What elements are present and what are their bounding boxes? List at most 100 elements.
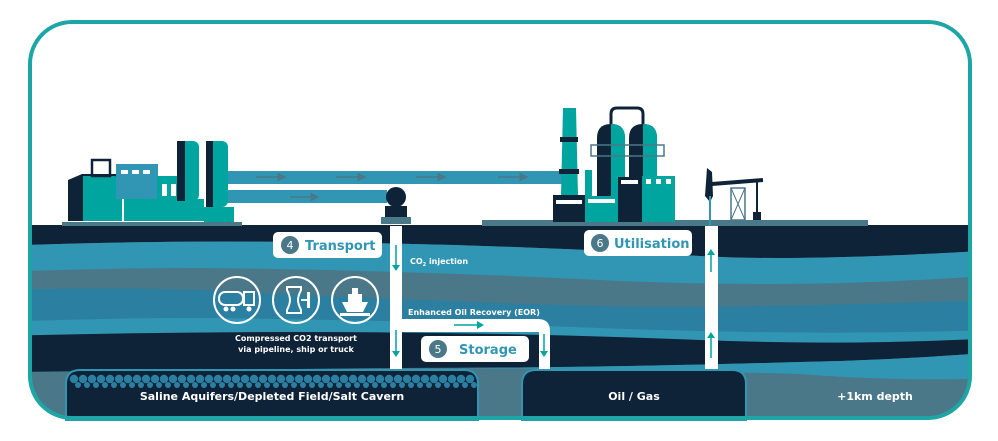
rock-pore: [156, 382, 162, 388]
rock-pore: [132, 374, 142, 384]
rock-pore: [204, 374, 214, 384]
depth-label: +1km depth: [837, 390, 913, 403]
rock-pore: [426, 382, 432, 388]
capture-plant-icon: [62, 141, 242, 226]
transport-caption-line1: Compressed CO2 transport: [235, 334, 357, 343]
rock-pore: [69, 374, 79, 384]
rock-pore: [462, 382, 468, 388]
rock-pore: [231, 374, 241, 384]
rock-pore: [372, 382, 378, 388]
step-label: Utilisation: [614, 237, 690, 252]
rock-pore: [318, 382, 324, 388]
saline-reservoir: Saline Aquifers/Depleted Field/Salt Cave…: [65, 369, 479, 421]
rock-pore: [417, 382, 423, 388]
rock-pore: [399, 382, 405, 388]
rock-pore: [291, 382, 297, 388]
rock-pore: [300, 382, 306, 388]
rock-pore: [456, 374, 466, 384]
rock-pore: [147, 382, 153, 388]
rock-pore: [168, 374, 178, 384]
rock-pore: [354, 382, 360, 388]
pipeline-valve-icon: [272, 276, 320, 324]
rock-pore: [114, 374, 124, 384]
rock-pore: [246, 382, 252, 388]
rock-pore: [384, 374, 394, 384]
rock-pore: [285, 374, 295, 384]
rock-pore: [336, 382, 342, 388]
rock-pore: [294, 374, 304, 384]
oil-gas-label: Oil / Gas: [608, 390, 660, 403]
rock-pore: [105, 374, 115, 384]
rock-pore: [375, 374, 385, 384]
pumpjack-icon: [705, 168, 764, 226]
rock-pore: [345, 382, 351, 388]
rock-pore: [357, 374, 367, 384]
rock-pore: [330, 374, 340, 384]
rock-pore: [438, 374, 448, 384]
rock-pore: [237, 382, 243, 388]
eor-label: Enhanced Oil Recovery (EOR): [408, 308, 540, 317]
rock-pore: [420, 374, 430, 384]
rock-pore: [102, 382, 108, 388]
rock-pore: [249, 374, 259, 384]
rock-pore: [348, 374, 358, 384]
refinery-icon: [482, 106, 868, 226]
rock-pore: [141, 374, 151, 384]
rock-pore: [465, 374, 475, 384]
rock-pore: [159, 374, 169, 384]
diagram-frame: [28, 20, 972, 420]
rock-pore: [219, 382, 225, 388]
rock-pore: [411, 374, 421, 384]
rock-pore: [129, 382, 135, 388]
rock-pore: [93, 382, 99, 388]
saline-label: Saline Aquifers/Depleted Field/Salt Cave…: [140, 390, 404, 403]
rock-pore: [321, 374, 331, 384]
rock-pore: [111, 382, 117, 388]
transport-caption-line2: via pipeline, ship or truck: [238, 345, 354, 354]
rock-pore: [120, 382, 126, 388]
rock-pore: [213, 374, 223, 384]
rock-pore: [309, 382, 315, 388]
rock-pore: [363, 382, 369, 388]
rock-pore: [192, 382, 198, 388]
rock-pore: [366, 374, 376, 384]
rock-pore: [264, 382, 270, 388]
porous-rock-pattern: [69, 374, 477, 388]
step-utilisation: 6 Utilisation: [584, 230, 692, 256]
step-label: Transport: [305, 239, 375, 254]
rock-pore: [444, 382, 450, 388]
truck-icon: [213, 276, 261, 324]
step-number: 6: [597, 237, 604, 250]
step-number: 4: [287, 239, 294, 252]
rock-pore: [327, 382, 333, 388]
oil-gas-reservoir: Oil / Gas: [521, 369, 747, 421]
rock-pore: [408, 382, 414, 388]
step-storage: 5 Storage: [421, 336, 529, 362]
rock-pore: [195, 374, 205, 384]
rock-pore: [381, 382, 387, 388]
rock-pore: [339, 374, 349, 384]
rock-pore: [150, 374, 160, 384]
rock-pore: [435, 382, 441, 388]
rock-pore: [471, 382, 477, 388]
step-number: 5: [435, 343, 442, 356]
step-label: Storage: [459, 343, 517, 358]
rock-pore: [240, 374, 250, 384]
rock-pore: [210, 382, 216, 388]
rock-pore: [84, 382, 90, 388]
rock-pore: [312, 374, 322, 384]
rock-pore: [174, 382, 180, 388]
rock-pore: [273, 382, 279, 388]
rock-pore: [447, 374, 457, 384]
rock-pore: [429, 374, 439, 384]
rock-pore: [87, 374, 97, 384]
rock-pore: [201, 382, 207, 388]
rock-pore: [186, 374, 196, 384]
wellhead-icon: [381, 187, 411, 224]
rock-pore: [255, 382, 261, 388]
rock-pore: [96, 374, 106, 384]
rock-pore: [177, 374, 187, 384]
co2-injection-label: CO2 injection: [410, 257, 468, 268]
rock-pore: [267, 374, 277, 384]
